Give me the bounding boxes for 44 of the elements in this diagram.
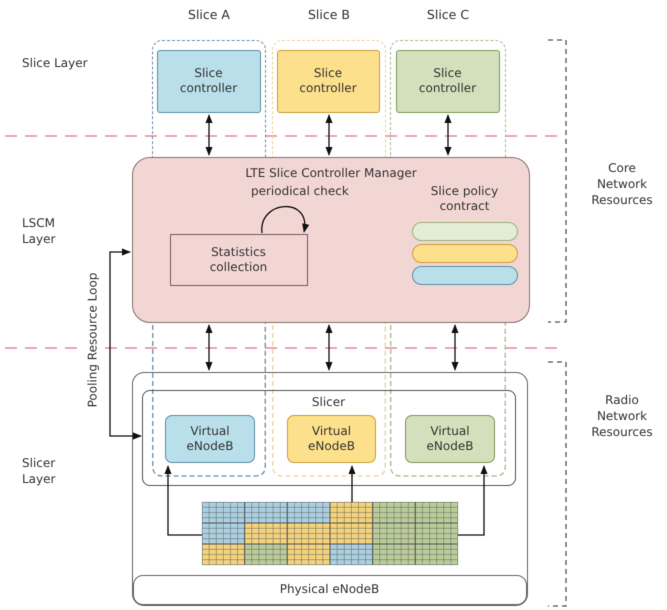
layer-label: LSCM Layer: [22, 215, 56, 247]
edge-label: Pooling Resource Loop: [84, 270, 100, 410]
arrow: [164, 465, 202, 536]
arrow: [261, 206, 308, 234]
slicer-box: [142, 390, 516, 486]
node-text: Virtual eNodeB: [307, 424, 356, 454]
node-text: Virtual eNodeB: [186, 424, 234, 454]
arrow: [325, 114, 333, 156]
enodeb-panel: [132, 372, 528, 606]
arrow: [325, 324, 333, 371]
arrow: [458, 465, 488, 536]
arrow: [205, 324, 213, 371]
manager-panel: [132, 157, 530, 323]
layer-label: Slice Layer: [22, 55, 89, 71]
arrow: [348, 465, 356, 502]
arrow: [109, 248, 142, 440]
virtual-node-box: [287, 415, 376, 463]
node-text: Physical eNodeB: [280, 582, 380, 597]
node-text: Slice controller: [418, 66, 478, 96]
controller-box: [396, 50, 500, 112]
panel-title: Slicer: [310, 394, 346, 410]
controller-box: [276, 50, 380, 112]
resource-grid-drawing: [202, 502, 458, 564]
policy-title: Slice policy contract: [430, 184, 500, 214]
node-text: Slice controller: [178, 66, 238, 96]
virtual-node-box: [405, 415, 495, 463]
column-title: Slice B: [307, 7, 351, 22]
virtual-node-box: [165, 415, 255, 463]
arrow: [205, 114, 213, 156]
column-title: Slice C: [426, 7, 470, 22]
arrow: [451, 324, 459, 371]
edge-label: periodical check: [249, 183, 351, 199]
node-text: Statistics collection: [208, 244, 268, 274]
node-text: Slice controller: [298, 66, 358, 96]
layer-label: Slicer Layer: [22, 455, 56, 487]
controller-box: [156, 50, 260, 112]
node-text: Virtual eNodeB: [426, 424, 474, 454]
physical-node-band: [132, 574, 526, 604]
process-box: [170, 234, 308, 286]
arrow: [444, 114, 452, 156]
column-title: Slice A: [187, 7, 231, 22]
panel-title: LTE Slice Controller Manager: [244, 166, 418, 181]
layer-label: Core Network Resources: [590, 160, 654, 208]
layer-label: Radio Network Resources: [590, 392, 654, 440]
